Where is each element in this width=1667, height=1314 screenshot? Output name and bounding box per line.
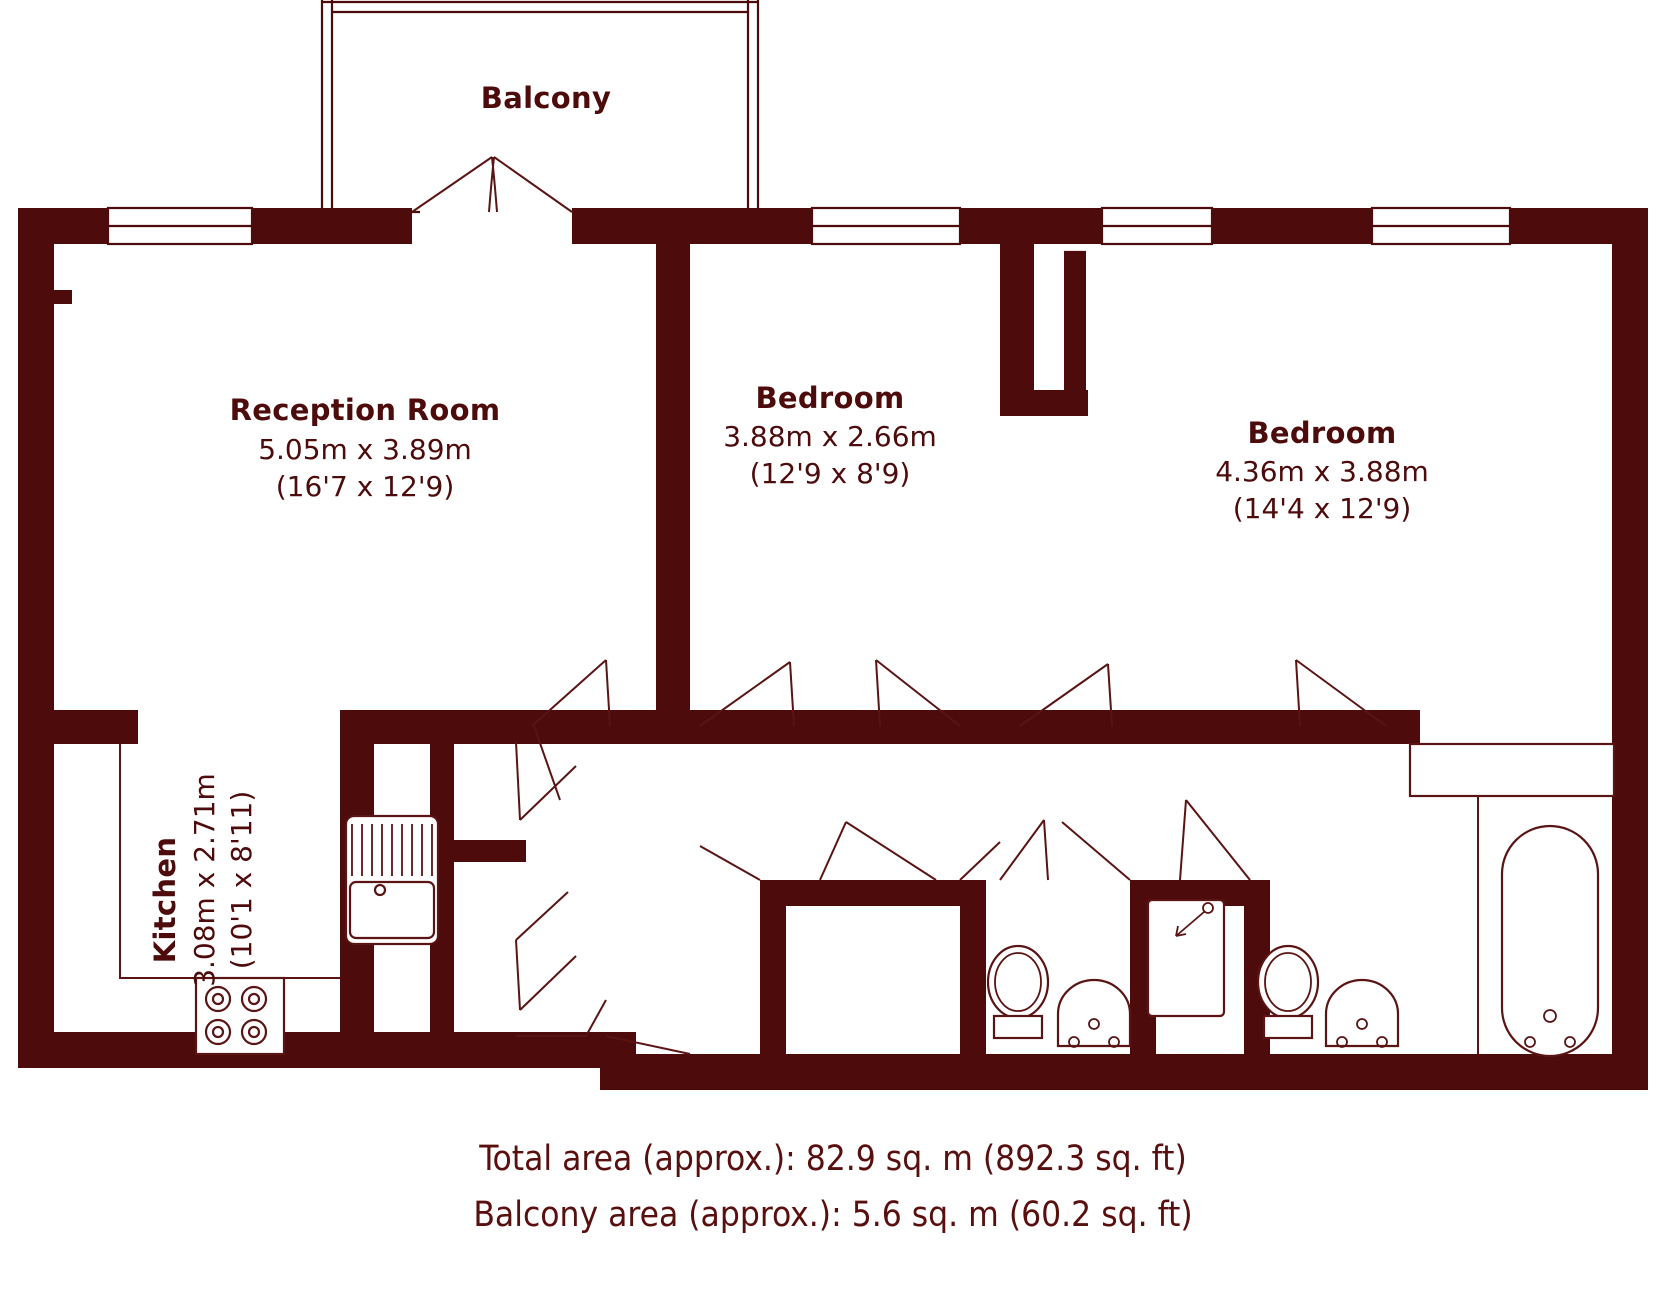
bedroom-right-metric: 4.36m x 3.88m bbox=[1215, 455, 1429, 488]
balcony-outline bbox=[320, 0, 760, 214]
total-area-text: Total area (approx.): 82.9 sq. m (892.3 … bbox=[478, 1139, 1187, 1179]
balcony-area-text: Balcony area (approx.): 5.6 sq. m (60.2 … bbox=[473, 1195, 1192, 1235]
bathroom-fixtures bbox=[986, 742, 1616, 1058]
toilet-fixture-right bbox=[1256, 944, 1320, 1040]
toilet-fixture-left bbox=[986, 944, 1050, 1040]
reception-room-imperial: (16'7 x 12'9) bbox=[276, 470, 455, 503]
bedroom-right-imperial: (14'4 x 12'9) bbox=[1233, 492, 1412, 525]
exterior-walls bbox=[18, 206, 1648, 1090]
reception-room-label: Reception Room bbox=[230, 393, 501, 427]
kitchen-imperial: (10'1 x 8'11) bbox=[225, 791, 258, 970]
sink-fixture bbox=[344, 814, 440, 946]
hob-fixture bbox=[194, 976, 286, 1056]
shower-fixture bbox=[1146, 898, 1226, 1018]
kitchen-label: Kitchen bbox=[148, 837, 182, 964]
bedroom-right-label: Bedroom bbox=[1248, 416, 1397, 450]
door-swings bbox=[411, 156, 1428, 1055]
balcony-label: Balcony bbox=[481, 81, 611, 115]
bathtub-fixture bbox=[1408, 742, 1616, 1058]
kitchen-metric: 3.08m x 2.71m bbox=[188, 773, 221, 987]
window-bedroom-middle bbox=[810, 206, 962, 246]
bedroom-middle-metric: 3.88m x 2.66m bbox=[723, 420, 937, 453]
bedroom-middle-label: Bedroom bbox=[756, 381, 905, 415]
window-reception bbox=[106, 206, 254, 246]
basin-fixture-right bbox=[1324, 978, 1400, 1048]
area-summary: Total area (approx.): 82.9 sq. m (892.3 … bbox=[473, 1139, 1192, 1235]
window-bedroom-right bbox=[1370, 206, 1512, 246]
bedroom-middle-imperial: (12'9 x 8'9) bbox=[750, 457, 911, 490]
kitchen-fixtures bbox=[119, 744, 440, 1056]
basin-fixture-left bbox=[1056, 978, 1132, 1048]
reception-room-metric: 5.05m x 3.89m bbox=[258, 433, 472, 466]
window-hall bbox=[1100, 206, 1214, 246]
